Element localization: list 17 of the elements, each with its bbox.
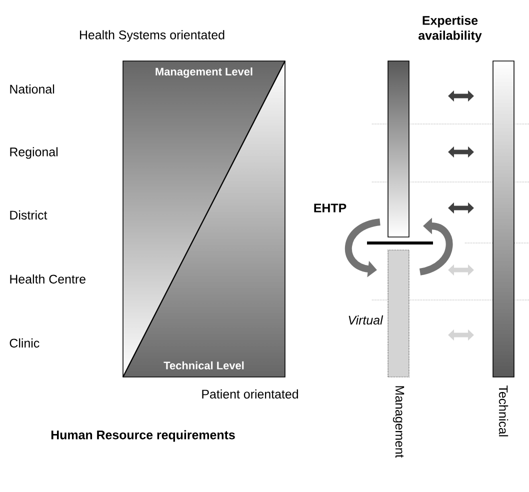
- bar: Technical: [492, 60, 514, 436]
- axis-label: Health Systems orientated: [80, 30, 224, 42]
- level-box: Management Level Technical Level: [122, 60, 286, 378]
- axis-label: Patient orientated: [202, 389, 298, 399]
- node-label: Virtual: [348, 315, 384, 325]
- level-label: National: [10, 84, 54, 94]
- level-label: District: [10, 210, 48, 220]
- bar: [388, 60, 410, 238]
- level-label: Regional: [10, 147, 58, 159]
- bar: Virtual Management: [348, 250, 410, 458]
- footer-label: Human Resource requirements: [51, 430, 235, 442]
- column-heading: Expertise availability: [418, 16, 482, 42]
- level-label: Clinic: [10, 338, 40, 348]
- node-label: Technical: [498, 385, 508, 436]
- cycle-label: EHTP: [314, 204, 346, 212]
- node-label: Management: [392, 386, 404, 458]
- level-label: Health Centre: [10, 274, 86, 284]
